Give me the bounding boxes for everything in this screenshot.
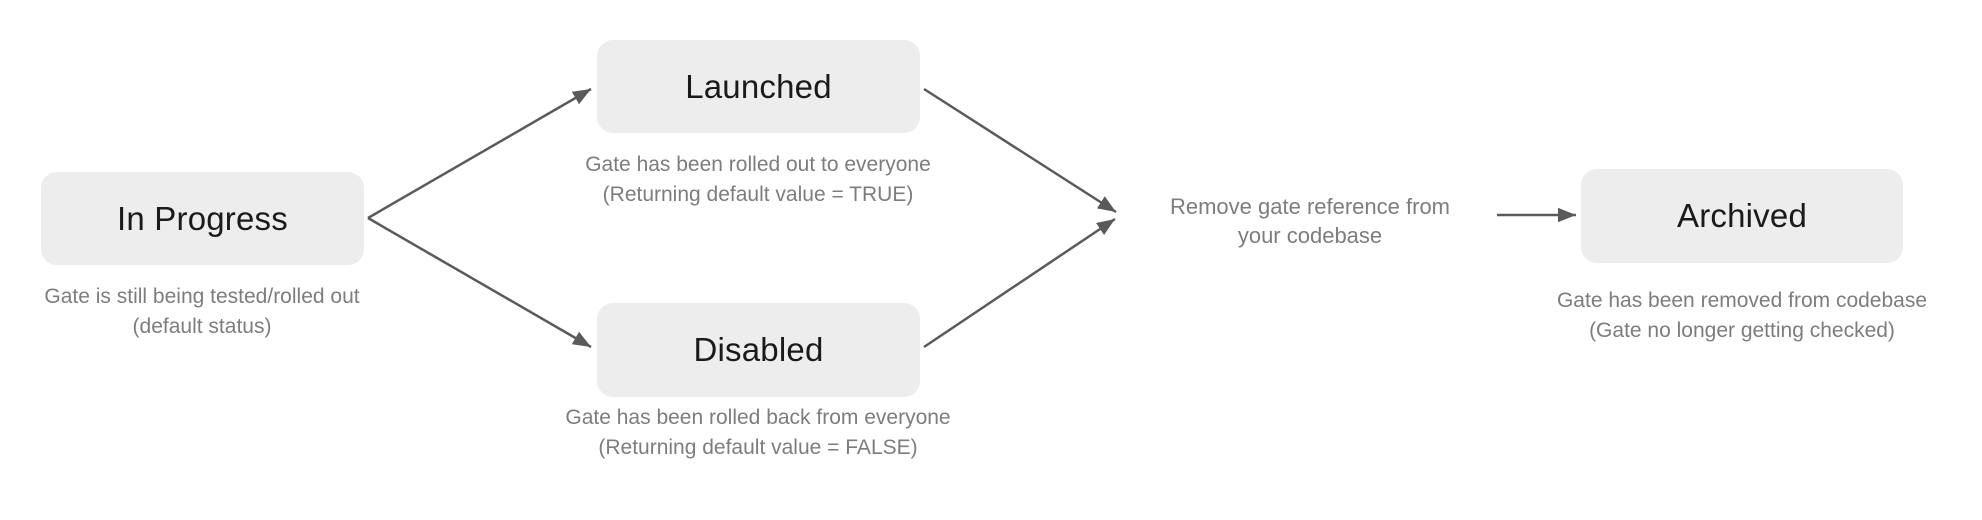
caption-disabled-line1: Gate has been rolled back from everyone (565, 406, 951, 429)
action-label-line2: your codebase (1237, 223, 1383, 248)
caption-in-progress: Gate is still being tested/rolled out (d… (0, 282, 404, 342)
node-archived: Archived (1581, 169, 1903, 263)
caption-archived-line2: (Gate no longer getting checked) (1589, 319, 1895, 342)
node-in-progress: In Progress (41, 172, 364, 265)
caption-launched: Gate has been rolled out to everyone (Re… (528, 150, 988, 210)
node-launched: Launched (597, 40, 920, 133)
node-disabled-label: Disabled (693, 331, 824, 368)
node-archived-label: Archived (1677, 197, 1807, 234)
caption-archived: Gate has been removed from codebase (Gat… (1512, 286, 1972, 346)
action-label-line1: Remove gate reference from (1169, 194, 1451, 219)
caption-launched-line1: Gate has been rolled out to everyone (585, 153, 931, 176)
caption-in-progress-line1: Gate is still being tested/rolled out (44, 285, 360, 308)
caption-launched-line2: (Returning default value = TRUE) (602, 183, 914, 206)
node-in-progress-label: In Progress (117, 199, 288, 237)
caption-disabled: Gate has been rolled back from everyone … (518, 403, 998, 463)
caption-disabled-line2: (Returning default value = FALSE) (598, 436, 918, 459)
node-launched-label: Launched (685, 67, 832, 105)
action-label-remove-gate-reference: Remove gate reference from your codebase (1130, 192, 1490, 250)
node-disabled: Disabled (597, 303, 920, 397)
arrow-disabled-to-remove (923, 217, 1116, 349)
caption-in-progress-line2: (default status) (132, 315, 272, 338)
caption-archived-line1: Gate has been removed from codebase (1556, 289, 1928, 312)
